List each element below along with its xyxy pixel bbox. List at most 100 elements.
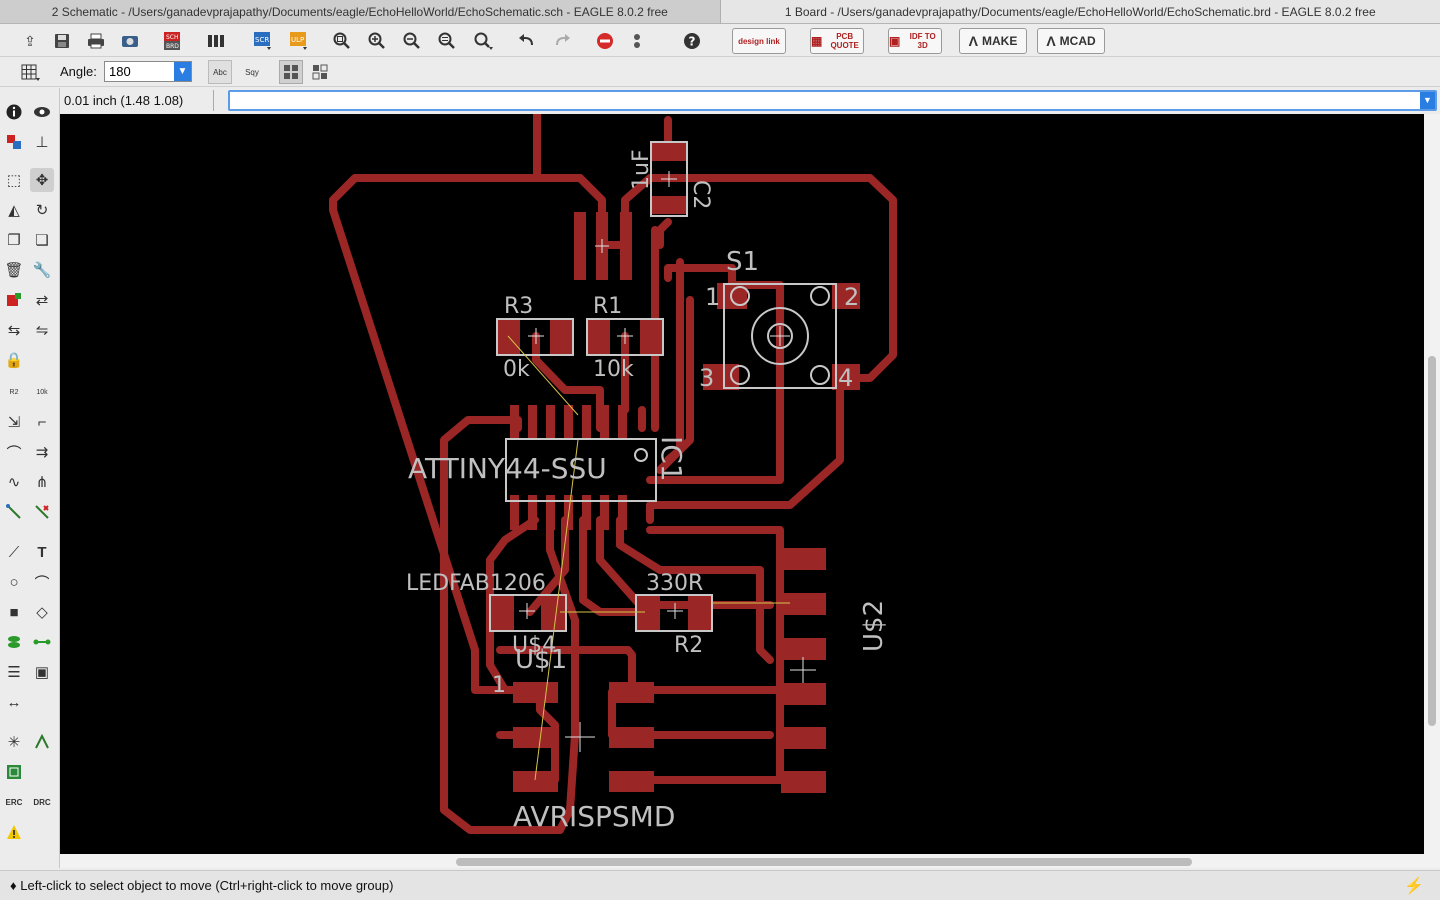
stop-icon[interactable] — [593, 29, 617, 53]
route-multiple-icon[interactable]: ⋔ — [35, 474, 49, 491]
status-text: Left-click to select object to move (Ctr… — [20, 878, 394, 893]
mcad-button[interactable]: Λ MCAD — [1037, 28, 1105, 54]
r2-name-label: R2 — [674, 633, 703, 658]
ratsnest-icon[interactable]: ✳ — [7, 734, 21, 751]
zoom-redraw-icon[interactable] — [435, 29, 459, 53]
c2-name-label: C2 — [688, 180, 713, 209]
zoom-select-icon[interactable] — [472, 29, 496, 53]
name-icon[interactable]: R2 — [9, 388, 19, 396]
mirror-icon[interactable]: ◭ — [8, 202, 20, 219]
svg-text:BRD: BRD — [166, 43, 179, 50]
open-icon[interactable]: ⇪ — [24, 32, 36, 49]
ulp-icon[interactable]: ULP — [288, 29, 312, 53]
circle-icon[interactable]: ○ — [9, 573, 19, 591]
chevron-down-icon[interactable]: ▼ — [1420, 92, 1435, 109]
text-proportional-button[interactable]: Abc — [208, 60, 232, 84]
vertical-scrollbar[interactable] — [1424, 114, 1440, 868]
dimension-icon[interactable]: ↔ — [6, 693, 22, 711]
cam-icon[interactable] — [118, 29, 142, 53]
horizontal-scroll-thumb[interactable] — [456, 858, 1192, 866]
add-icon[interactable] — [2, 288, 26, 312]
silkscreen — [489, 141, 837, 632]
board-labels: 1uF C2 S1 R3 R1 0k 10k 1 2 3 4 ATTINY44-… — [406, 149, 889, 833]
select-icon[interactable]: ⬚ — [6, 172, 22, 189]
smash-icon[interactable]: ⇲ — [7, 414, 21, 431]
via-icon[interactable] — [2, 630, 26, 654]
horizontal-scrollbar[interactable] — [60, 854, 1424, 868]
delete-icon[interactable]: 🗑 — [4, 262, 24, 279]
design-link-button[interactable]: design link — [732, 28, 786, 54]
led-label: LEDFAB1206 — [406, 571, 546, 596]
lock-icon[interactable]: 🔒 — [4, 352, 24, 369]
make-button[interactable]: Λ MAKE — [959, 28, 1027, 54]
gate-swap-icon[interactable]: ⇋ — [35, 322, 49, 339]
swap-icon[interactable]: ⇆ — [7, 322, 21, 339]
board-canvas[interactable]: 1uF C2 S1 R3 R1 0k 10k 1 2 3 4 ATTINY44-… — [60, 114, 1424, 854]
miter-icon[interactable]: ⌐ — [37, 413, 47, 431]
s1-pin2-label: 2 — [844, 283, 859, 311]
tab-board[interactable]: 1 Board - /Users/ganadevprajapathy/Docum… — [720, 0, 1440, 23]
mark-icon[interactable]: ⊥ — [35, 134, 49, 151]
split-icon[interactable]: ⌒ — [6, 444, 22, 462]
zoom-fit-icon[interactable] — [330, 29, 354, 53]
r1-value-label: 10k — [593, 357, 634, 382]
layers-icon[interactable] — [2, 130, 26, 154]
status-message: ♦ Left-click to select object to move (C… — [10, 878, 394, 893]
zoom-in-icon[interactable] — [365, 29, 389, 53]
value-icon[interactable]: 10k — [36, 388, 48, 396]
erc-icon[interactable]: ERC — [5, 797, 23, 807]
board-icon[interactable] — [2, 760, 26, 784]
command-bar: 0.01 inch (1.48 1.08) ▼ — [60, 88, 1440, 114]
help-icon[interactable]: ? — [680, 29, 704, 53]
command-input[interactable]: ▼ — [228, 90, 1437, 111]
wire-icon[interactable]: ⟋ — [8, 543, 20, 561]
meander-icon[interactable]: ∿ — [7, 474, 21, 491]
arc-icon[interactable]: ⌒ — [34, 574, 50, 592]
script-icon[interactable]: SCR — [252, 29, 276, 53]
chevron-down-icon[interactable]: ▼ — [174, 62, 191, 81]
show-eye-icon[interactable] — [30, 100, 54, 124]
signal-icon[interactable] — [30, 630, 54, 654]
info-icon[interactable] — [2, 100, 26, 124]
save-icon[interactable] — [50, 29, 74, 53]
autorouter-icon[interactable] — [30, 730, 54, 754]
zoom-out-icon[interactable] — [400, 29, 424, 53]
attribute-icon[interactable]: ▣ — [34, 664, 50, 681]
redo-icon[interactable] — [550, 29, 574, 53]
hole-icon[interactable]: ☰ — [7, 664, 21, 681]
go-icon[interactable] — [625, 29, 649, 53]
replace-icon[interactable]: ⇄ — [35, 292, 49, 309]
optimize-icon[interactable]: ⇉ — [35, 444, 49, 461]
text-icon[interactable]: T — [37, 543, 47, 561]
print-icon[interactable] — [84, 29, 108, 53]
route-icon[interactable] — [2, 500, 26, 524]
mirror-on-icon[interactable] — [308, 60, 332, 84]
copy-icon[interactable]: ❐ — [7, 232, 21, 249]
angle-select[interactable]: 180 ▼ — [104, 61, 192, 82]
text-abc-label: Abc — [213, 67, 227, 77]
library-icon[interactable] — [204, 29, 228, 53]
drc-icon[interactable]: DRC — [33, 797, 51, 807]
idf-icon: ▣ — [889, 34, 901, 48]
mirror-off-icon[interactable] — [279, 60, 303, 84]
rect-icon[interactable]: ■ — [9, 603, 19, 621]
coordinate-readout: 0.01 inch (1.48 1.08) — [60, 90, 214, 111]
c2-value-label: 1uF — [629, 149, 654, 190]
move-icon[interactable]: ✥ — [30, 168, 54, 192]
rotate-icon[interactable]: ↻ — [35, 202, 49, 219]
polygon-icon[interactable]: ◇ — [36, 604, 48, 621]
undo-icon[interactable] — [515, 29, 539, 53]
idf-to-3d-button[interactable]: ▣ IDF TO 3D — [888, 28, 942, 54]
ripup-icon[interactable] — [30, 500, 54, 524]
lightning-icon[interactable]: ⚡ — [1404, 878, 1424, 895]
paste-icon[interactable]: ❏ — [35, 232, 49, 249]
pcb-quote-button[interactable]: ▦ PCB QUOTE — [810, 28, 864, 54]
text-vector-button[interactable]: Sqy — [240, 60, 264, 84]
warning-icon[interactable] — [2, 820, 26, 844]
vertical-scroll-thumb[interactable] — [1428, 356, 1436, 726]
grid-icon[interactable] — [18, 60, 42, 84]
tab-schematic[interactable]: 2 Schematic - /Users/ganadevprajapathy/D… — [0, 0, 721, 23]
change-icon[interactable]: 🔧 — [32, 262, 52, 279]
text-sq-label: Sqy — [245, 67, 259, 77]
